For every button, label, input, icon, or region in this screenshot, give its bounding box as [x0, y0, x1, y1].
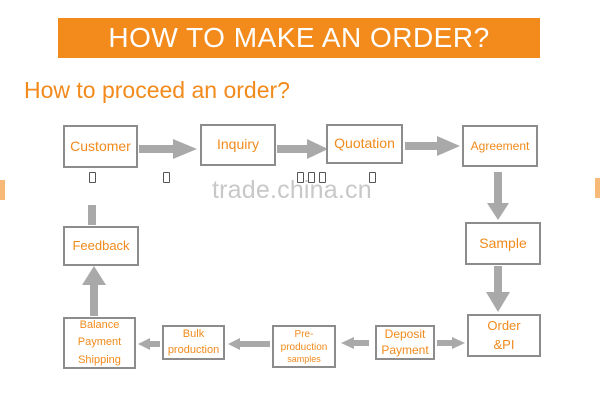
placeholder-glyph: [319, 172, 326, 183]
step-order-pi: Order &PI: [467, 314, 541, 357]
step-preprod-label-line2: production: [280, 341, 328, 353]
arrow-balance-to-feedback: [82, 266, 106, 316]
step-bulk-label-line1: Bulk: [182, 328, 205, 341]
arrow-feedback-to-customer: [88, 205, 96, 225]
step-deposit-label-line1: Deposit: [384, 326, 426, 341]
section-subtitle: How to proceed an order?: [24, 77, 290, 103]
arrow-quotation-to-agreement: [405, 136, 460, 156]
left-edge-accent: [0, 180, 5, 200]
step-agreement: Agreement: [462, 125, 538, 167]
placeholder-glyph: [297, 172, 304, 183]
step-pre-production-samples: Pre- production samples: [272, 325, 336, 368]
title-banner: HOW TO MAKE AN ORDER?: [58, 18, 540, 58]
step-sample-label: Sample: [479, 234, 527, 251]
arrow-bulk-to-balance: [138, 338, 160, 350]
step-balance-payment-shipping: Balance Payment Shipping: [63, 317, 136, 369]
banner-title: HOW TO MAKE AN ORDER?: [108, 22, 490, 53]
arrow-sample-to-order: [486, 266, 510, 312]
arrow-deposit-to-preprod: [341, 337, 369, 349]
step-preprod-label-line3: samples: [287, 353, 321, 364]
step-agreement-label: Agreement: [470, 138, 530, 153]
step-customer-label: Customer: [70, 137, 131, 154]
placeholder-glyph: [89, 172, 96, 183]
arrow-customer-to-inquiry: [139, 139, 197, 159]
step-bulk-production: Bulk production: [162, 325, 225, 360]
arrow-inquiry-to-quotation: [277, 139, 328, 159]
step-sample: Sample: [465, 222, 541, 265]
step-order-label-line1: Order: [487, 318, 521, 334]
step-balance-label-line2: Payment: [77, 336, 122, 349]
step-deposit-payment: Deposit Payment: [375, 325, 435, 360]
step-bulk-label-line2: production: [167, 343, 220, 356]
watermark-text: trade.china.cn: [212, 176, 372, 204]
step-quotation: Quotation: [326, 124, 403, 164]
step-customer: Customer: [63, 125, 138, 168]
step-inquiry: Inquiry: [200, 124, 276, 166]
placeholder-glyph: [308, 172, 315, 183]
placeholder-glyph: [369, 172, 376, 183]
step-deposit-label-line2: Payment: [381, 342, 429, 357]
step-inquiry-label: Inquiry: [216, 136, 260, 153]
step-feedback-label: Feedback: [72, 237, 130, 253]
step-order-label-line2: &PI: [493, 336, 515, 352]
step-quotation-label: Quotation: [334, 135, 395, 152]
arrow-order-to-deposit: [437, 337, 465, 349]
step-preprod-label-line1: Pre-: [294, 328, 314, 340]
right-edge-accent: [595, 178, 600, 198]
arrow-preprod-to-bulk: [228, 338, 270, 350]
step-balance-label-line1: Balance: [79, 319, 120, 332]
step-feedback: Feedback: [63, 226, 139, 266]
arrow-agreement-to-sample: [487, 172, 509, 220]
step-balance-label-line3: Shipping: [78, 353, 121, 366]
placeholder-glyph: [163, 172, 170, 183]
